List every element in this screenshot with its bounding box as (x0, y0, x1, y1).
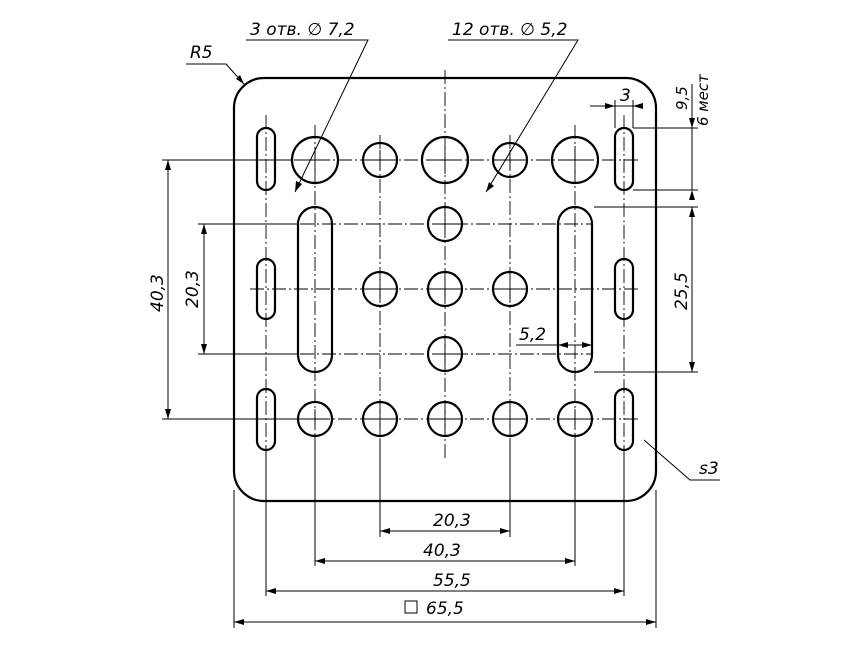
dimension-lines (162, 39, 720, 628)
slot-long-right (556, 205, 594, 374)
holes-small-label: 12 отв. ∅ 5,2 (452, 20, 567, 40)
hole-large-2 (420, 135, 470, 185)
center-marks (303, 146, 589, 429)
hole-small (361, 270, 399, 308)
hole-small (361, 400, 399, 438)
vertical-right-label: 25,5 (672, 272, 692, 310)
long-slots (296, 205, 594, 374)
hole-small (426, 400, 464, 438)
slot-short (613, 126, 635, 192)
slot-long-left (296, 205, 334, 374)
hole-small (491, 270, 529, 308)
hole-large-3 (550, 135, 600, 185)
radius-label: R5 (190, 43, 213, 63)
slot-short (613, 387, 635, 452)
hole-small (426, 270, 464, 308)
small-holes (296, 141, 594, 438)
hole-small (556, 400, 594, 438)
hole-small (361, 141, 399, 179)
slot-short (613, 257, 635, 321)
plate-outline (232, 76, 658, 503)
square-symbol (404, 600, 418, 614)
vertical-inner-label: 20,3 (183, 270, 203, 308)
slot-count-label: 6 мест (694, 73, 712, 126)
labels: R5 3 отв. ∅ 7,2 12 отв. ∅ 5,2 3 9,5 6 ме… (148, 20, 719, 619)
vertical-outer-label: 40,3 (148, 274, 168, 312)
hole-small (491, 400, 529, 438)
short-slots (255, 126, 635, 452)
thickness-label: s3 (699, 459, 719, 479)
bottom-dim-1-label: 20,3 (433, 511, 471, 531)
bottom-dim-4-label: 65,5 (426, 599, 464, 619)
bottom-dim-2-label: 40,3 (423, 541, 461, 561)
slot-short (255, 257, 277, 321)
slot-short (255, 126, 277, 192)
bottom-dim-3-label: 55,5 (433, 571, 471, 591)
arrowheads (165, 75, 695, 625)
holes-large-label: 3 отв. ∅ 7,2 (250, 20, 355, 40)
slot-length-label: 9,5 (673, 86, 691, 110)
hole-small (426, 335, 464, 373)
hole-small (491, 141, 529, 179)
slot-offset-label: 3 (620, 86, 631, 106)
hole-small (296, 400, 334, 438)
hole-small (426, 205, 464, 243)
slot-width-label: 5,2 (519, 325, 546, 345)
